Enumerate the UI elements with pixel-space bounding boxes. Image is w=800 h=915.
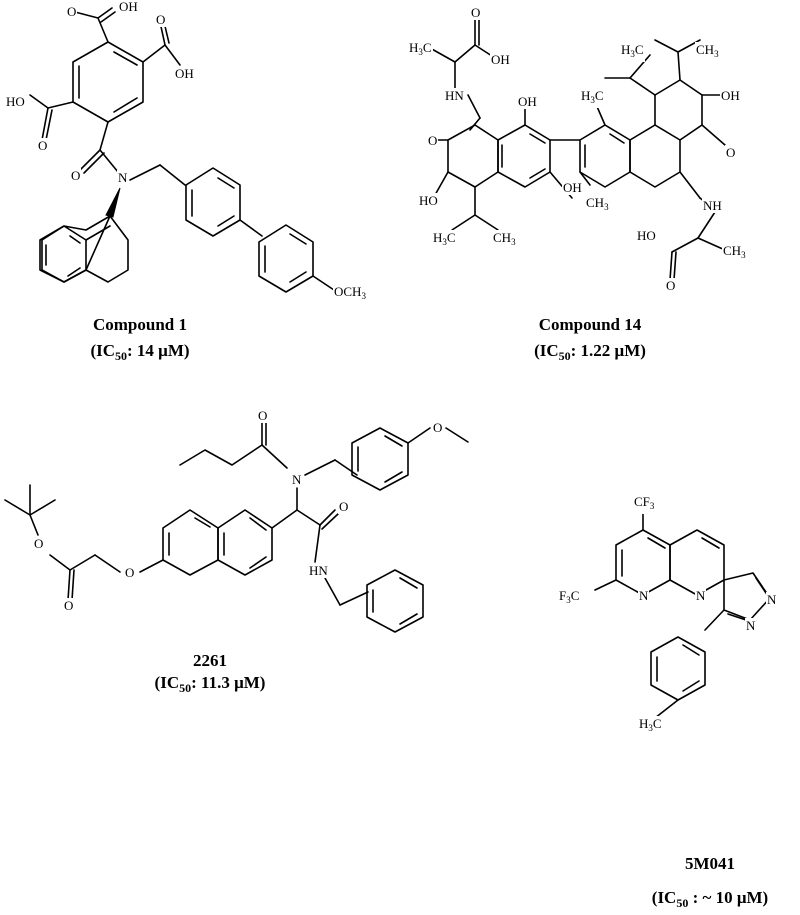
compound-5m041-name: 5M041 xyxy=(684,854,736,873)
compound-5m041-n-triazole-1: N xyxy=(766,592,778,607)
compound-14-skeleton xyxy=(429,17,726,281)
compound-14-o-bottom: O xyxy=(665,278,677,293)
compound-1-methoxy: OCH3 xyxy=(333,284,367,304)
compound-1-o-left: O xyxy=(37,138,49,153)
compound-14-ho-left: HO xyxy=(418,193,439,208)
compound-14-name: Compound 14 xyxy=(538,315,642,334)
compound-1-o-right: O xyxy=(155,12,167,27)
compound-14-oh-right: OH xyxy=(720,88,741,103)
compound-5m041-structure: CF3 F3C N N N N H3C 5M041 (IC50 : ~ 10 μ… xyxy=(520,480,800,915)
compound-14-oh-upper-mid: OH xyxy=(517,94,538,109)
compound-2261-hn: HN xyxy=(308,563,329,578)
compound-2261-ic50: (IC50: 11.3 μM) xyxy=(154,673,266,695)
compound-2261-o-top: O xyxy=(257,408,269,423)
compound-2261-n: N xyxy=(291,472,303,487)
compound-2261-o-ether: O xyxy=(124,565,136,580)
compound-2261-structure: O N O O HN O O O 2261 (IC50: 11.3 μM) xyxy=(0,400,520,700)
compound-14-o-left: O xyxy=(427,133,439,148)
compound-5m041-skeleton xyxy=(594,507,771,719)
compound-1-oh-right: OH xyxy=(174,66,195,81)
compound-14-h3c-ipr-top: H3C xyxy=(620,42,645,62)
compound-14-o-right: O xyxy=(725,145,737,160)
compound-5m041-n-triazole-2: N xyxy=(745,618,757,633)
compound-14-structure: H3C OH O HN OH O HO H3C CH3 OH CH3 H3C H… xyxy=(380,0,800,370)
compound-1-structure: OH OH HO O O O O N OCH3 Compound 1 (IC50… xyxy=(0,0,400,370)
compound-14-ch3-bottom: CH3 xyxy=(722,243,747,263)
compound-5m041-n-pyridine: N xyxy=(638,588,650,603)
compound-2261-o-amide: O xyxy=(338,499,350,514)
compound-1-skeleton xyxy=(29,7,335,293)
compound-5m041-ic50: (IC50 : ~ 10 μM) xyxy=(651,888,769,910)
compound-14-ic50: (IC50: 1.22 μM) xyxy=(534,341,646,363)
compound-2261-skeleton xyxy=(4,421,469,633)
compound-14-o-top: O xyxy=(470,5,482,20)
compound-14-ho-bottom: HO xyxy=(636,228,657,243)
compound-5m041-cf3-top: CF3 xyxy=(633,494,656,514)
compound-5m041-n-bridge: N xyxy=(695,588,707,603)
compound-1-name: Compound 1 xyxy=(92,315,187,334)
compound-14-h3c-ipr-left: H3C xyxy=(432,230,457,250)
compound-14-ch3-ipr-left: CH3 xyxy=(492,230,517,250)
compound-14-nh: NH xyxy=(702,198,723,213)
compound-1-o-amide: O xyxy=(70,168,82,183)
compound-1-ho-left: HO xyxy=(5,94,26,109)
compound-14-ch3-mid: CH3 xyxy=(585,195,610,215)
compound-1-ic50: (IC50: 14 μM) xyxy=(90,341,190,363)
compound-14-oh-top: OH xyxy=(490,52,511,67)
compound-2261-name: 2261 xyxy=(193,651,227,670)
compound-1-n: N xyxy=(117,170,129,185)
compound-14-hn: HN xyxy=(444,88,465,103)
compound-14-oh-lower-mid: OH xyxy=(562,180,583,195)
compound-1-o-top: O xyxy=(66,4,78,19)
compound-14-h3c-methyl: H3C xyxy=(580,88,605,108)
compound-2261-o-carbonyl: O xyxy=(63,598,75,613)
compound-5m041-h3c: H3C xyxy=(638,716,663,736)
compound-5m041-f3c-left: F3C xyxy=(558,588,581,608)
compound-14-h3c-top: H3C xyxy=(408,40,433,60)
compound-14-ch3-ipr-top: CH3 xyxy=(695,42,720,62)
compound-2261-o-ester: O xyxy=(33,536,45,551)
compound-1-oh-top: OH xyxy=(118,0,139,14)
compound-2261-o-methoxy: O xyxy=(432,420,444,435)
